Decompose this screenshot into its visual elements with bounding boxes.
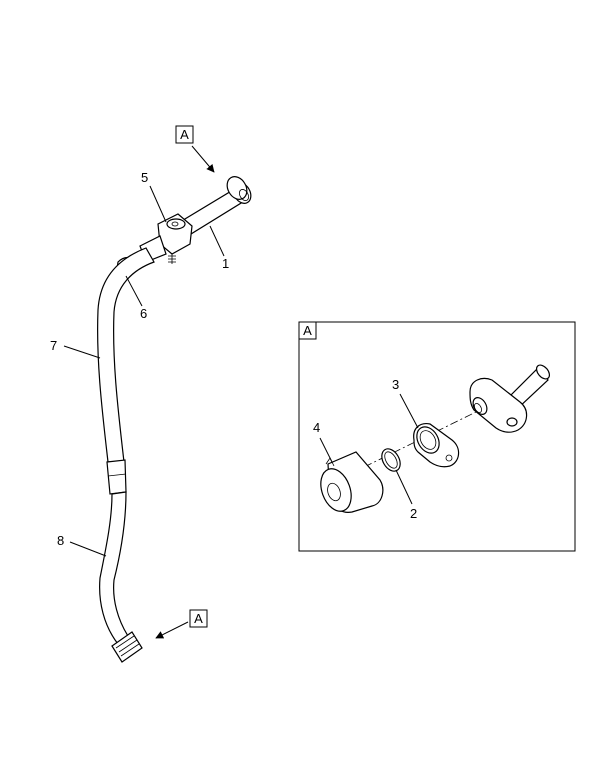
detail-arrow-top — [191, 145, 215, 173]
detail-arrow-bottom — [155, 621, 189, 639]
callout-label-1: 1 — [222, 256, 229, 271]
callout-5: 5 — [141, 170, 167, 223]
callout-2: 2 — [395, 469, 417, 521]
callout-label-8: 8 — [57, 533, 64, 548]
detail-ref-label-bottom: A — [194, 611, 203, 626]
callout-label-4: 4 — [313, 420, 320, 435]
callout-label-5: 5 — [141, 170, 148, 185]
callout-label-7: 7 — [50, 338, 57, 353]
hose-part-7 — [97, 247, 155, 463]
detail-inset: A 3 4 2 — [298, 321, 576, 552]
hose-assembly — [97, 176, 252, 663]
detail-ref-box-top — [175, 125, 194, 144]
callout-1: 1 — [209, 225, 229, 271]
tube-part-8 — [99, 491, 129, 645]
detail-ref-bottom: A — [155, 609, 208, 639]
callout-6: 6 — [125, 275, 147, 321]
callout-3: 3 — [392, 377, 419, 429]
callout-7: 7 — [50, 338, 101, 359]
callout-label-3: 3 — [392, 377, 399, 392]
callout-label-2: 2 — [410, 506, 417, 521]
detail-ref-box-bottom — [189, 609, 208, 628]
oring-part-2 — [381, 448, 401, 472]
detail-ref-top: A — [175, 125, 215, 173]
detail-inset-label: A — [303, 323, 312, 338]
callout-label-6: 6 — [140, 306, 147, 321]
detail-inset-label-box — [298, 321, 317, 340]
callout-8: 8 — [57, 533, 107, 557]
detail-ref-label-top: A — [180, 127, 189, 142]
callout-4: 4 — [313, 420, 333, 463]
